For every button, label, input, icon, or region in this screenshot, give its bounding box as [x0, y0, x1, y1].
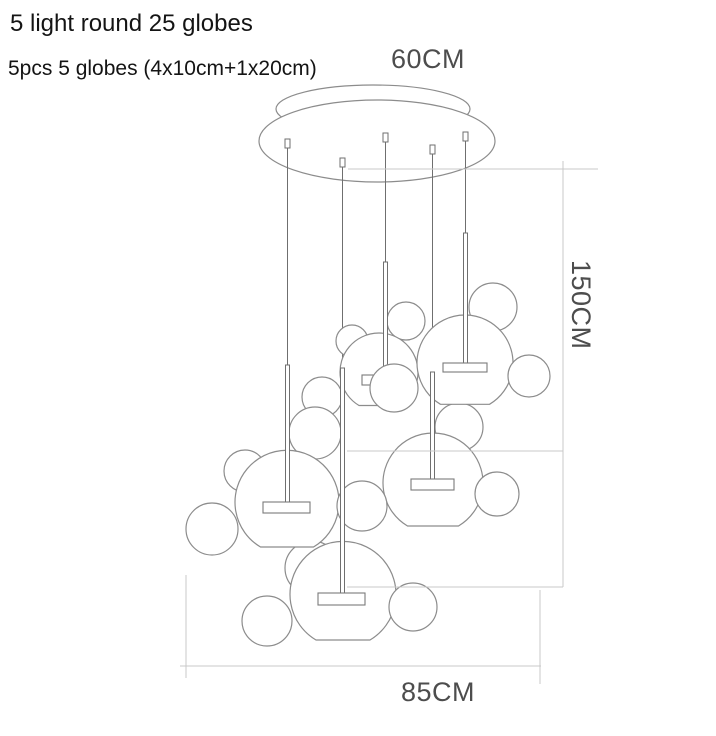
- drop-height-label: 150CM: [566, 260, 596, 350]
- cord-connector-2: [339, 157, 346, 168]
- canopy-width-label: 60CM: [391, 44, 465, 74]
- stem-rod-5: [463, 232, 468, 364]
- stem-rod-2: [340, 367, 345, 594]
- pendant-cluster-3: [241, 367, 438, 647]
- cord-connector-3: [382, 132, 389, 143]
- led-plate: [442, 362, 488, 373]
- led-plate: [410, 478, 455, 491]
- globe-small: [388, 582, 438, 632]
- stem-rod-1: [285, 364, 290, 503]
- pendant-cluster-5: [339, 261, 419, 413]
- suspension-cords: [284, 131, 469, 372]
- globe-small: [507, 354, 551, 398]
- led-plate: [262, 501, 311, 514]
- stem-rod-4: [430, 371, 435, 480]
- product-title: 5 light round 25 globes: [10, 10, 253, 37]
- ceiling-canopy: [258, 84, 496, 183]
- globe-small: [386, 301, 426, 341]
- globe-small: [474, 471, 520, 517]
- led-plate: [317, 592, 366, 606]
- dimension-lines: [180, 161, 598, 684]
- cord-connector-4: [429, 144, 436, 155]
- canopy-base-plate: [258, 99, 496, 183]
- globe-small: [185, 502, 239, 556]
- pendant-cluster-4: [382, 371, 520, 527]
- cluster-width-label: 85CM: [401, 677, 475, 707]
- stem-rod-3: [383, 261, 388, 376]
- pendant-cluster-2: [185, 364, 340, 556]
- cord-connector-5: [462, 131, 469, 142]
- globe-small: [241, 595, 293, 647]
- globe-small: [369, 363, 419, 413]
- product-configuration: 5pcs 5 globes (4x10cm+1x20cm): [8, 57, 317, 80]
- globe-small: [336, 480, 388, 532]
- pendant-cluster-1: [416, 232, 551, 405]
- cord-connector-1: [284, 138, 291, 149]
